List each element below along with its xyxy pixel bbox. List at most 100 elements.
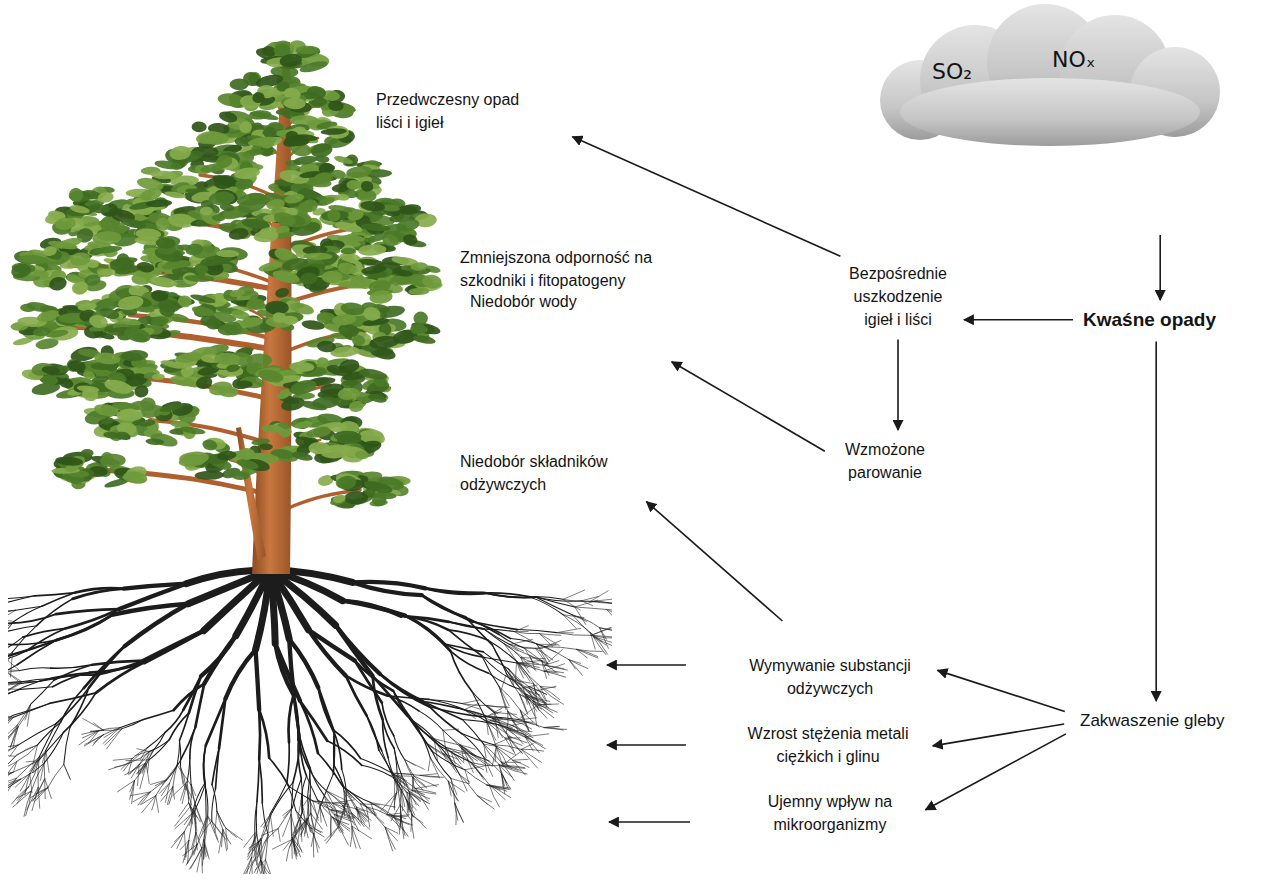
needle-tuft: [321, 210, 349, 222]
needle-tuft: [334, 220, 363, 235]
root-line: [204, 636, 236, 684]
rootlet: [385, 827, 398, 833]
root-line: [169, 713, 189, 740]
rootlet: [408, 790, 427, 802]
rootlet: [557, 632, 574, 633]
rootlet: [504, 644, 518, 651]
root-line: [14, 606, 42, 621]
root-line: [569, 660, 588, 669]
rootlet: [451, 778, 469, 783]
needle-tuft: [333, 154, 353, 165]
root-line: [392, 773, 420, 775]
root-line: [499, 687, 508, 712]
root-line: [345, 788, 357, 807]
root-line: [299, 736, 310, 768]
needle-tuft: [200, 162, 225, 174]
rootlet: [64, 764, 70, 779]
rootlet: [544, 726, 560, 727]
root-line: [219, 699, 225, 749]
rootlet: [30, 774, 32, 793]
rootlet: [42, 750, 45, 763]
rootlet: [10, 725, 17, 748]
root-line: [52, 675, 94, 678]
rootlet: [563, 590, 585, 599]
rootlet: [331, 816, 350, 831]
root-line: [197, 821, 211, 844]
root-line: [13, 761, 39, 773]
rootlet: [46, 750, 49, 773]
root-line: [262, 803, 268, 835]
needle-tuft: [169, 145, 192, 161]
root-line: [8, 637, 23, 655]
root-line: [488, 673, 518, 689]
rootlet: [352, 826, 361, 849]
needle-tuft: [336, 193, 350, 201]
rootlet: [8, 619, 14, 621]
root-line: [545, 647, 569, 660]
needle-tuft: [185, 243, 204, 256]
root-line: [259, 759, 262, 803]
root-line: [21, 763, 44, 779]
root-line: [366, 807, 387, 815]
root-line: [451, 751, 461, 764]
rootlet: [390, 776, 407, 785]
root-line: [334, 766, 344, 792]
root-line: [269, 758, 289, 787]
needle-tuft: [306, 85, 327, 100]
rootlet: [272, 839, 293, 849]
root-line: [575, 607, 607, 610]
rootlet: [448, 781, 464, 792]
root-line: [147, 732, 165, 747]
rootlet: [477, 795, 492, 802]
rootlet: [590, 599, 612, 601]
root-line: [84, 646, 125, 688]
rootlet: [408, 790, 416, 805]
needle-tuft: [136, 261, 155, 274]
rootlet: [173, 782, 188, 796]
needle-tuft: [328, 100, 344, 111]
root-line: [12, 626, 36, 652]
root-line: [30, 680, 53, 704]
rootlet: [434, 739, 446, 759]
root-line: [171, 832, 184, 848]
rootlet: [314, 833, 318, 853]
rootlet: [330, 816, 332, 838]
root-line: [539, 634, 560, 636]
needle-tuft: [272, 210, 297, 228]
root-line: [120, 720, 143, 728]
root-line: [367, 716, 382, 751]
rootlet: [179, 803, 189, 817]
rootlet: [455, 803, 458, 821]
rootlet: [521, 743, 533, 749]
rootlet: [284, 808, 293, 818]
needle-tuft: [236, 196, 268, 215]
root-line: [8, 756, 16, 769]
root-line: [75, 588, 124, 592]
root-line: [525, 737, 545, 749]
needle-tuft: [395, 217, 420, 233]
rootlet: [8, 610, 15, 618]
root-line: [167, 759, 181, 779]
rootlet: [462, 700, 480, 704]
root-line: [518, 689, 537, 705]
rootlet: [332, 817, 350, 829]
rootlet: [420, 775, 439, 777]
root-line: [46, 722, 61, 750]
rootlet: [16, 745, 38, 755]
root-line: [212, 785, 217, 812]
root-line: [420, 775, 444, 777]
rootlet: [499, 764, 518, 770]
rootlet: [487, 706, 498, 714]
root-line: [257, 835, 261, 861]
root-line: [310, 768, 324, 795]
root-line: [8, 651, 26, 661]
rootlet: [197, 847, 202, 872]
root-line: [512, 680, 533, 701]
root-line: [91, 730, 104, 731]
rootlet: [301, 819, 307, 837]
tree-roots: [8, 570, 612, 874]
rootlet: [295, 835, 302, 853]
rootlet: [517, 661, 531, 681]
root-line: [270, 783, 287, 814]
rootlet: [563, 615, 584, 618]
